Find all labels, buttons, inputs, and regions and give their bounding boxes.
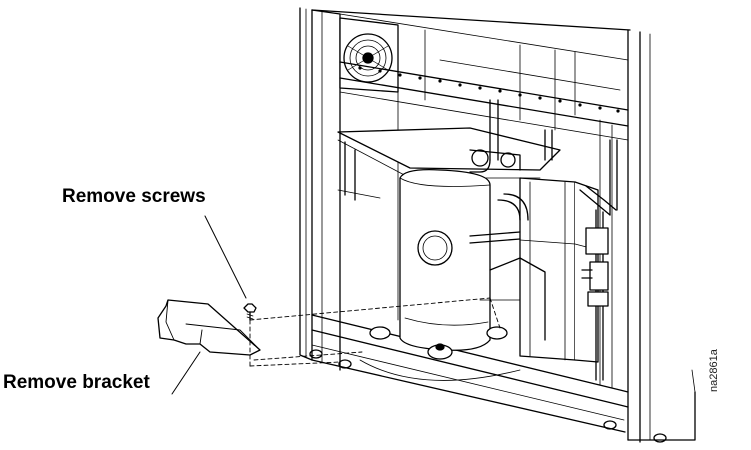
remove-bracket-label: Remove bracket — [3, 372, 150, 393]
alignment-guides — [249, 297, 501, 367]
bracket — [157, 299, 261, 356]
leader-lines — [171, 215, 247, 395]
compressor-mounts — [359, 326, 521, 381]
remove-screws-label: Remove screws — [62, 186, 206, 207]
heat-exchanger — [479, 177, 599, 363]
figure-id-label: na2861a — [708, 349, 720, 392]
upper-crossbar — [337, 127, 561, 201]
top-rail — [339, 59, 629, 141]
compressor — [399, 169, 491, 351]
screw-icon — [243, 303, 257, 321]
service-valves — [471, 149, 609, 307]
fan-assembly — [339, 17, 399, 93]
